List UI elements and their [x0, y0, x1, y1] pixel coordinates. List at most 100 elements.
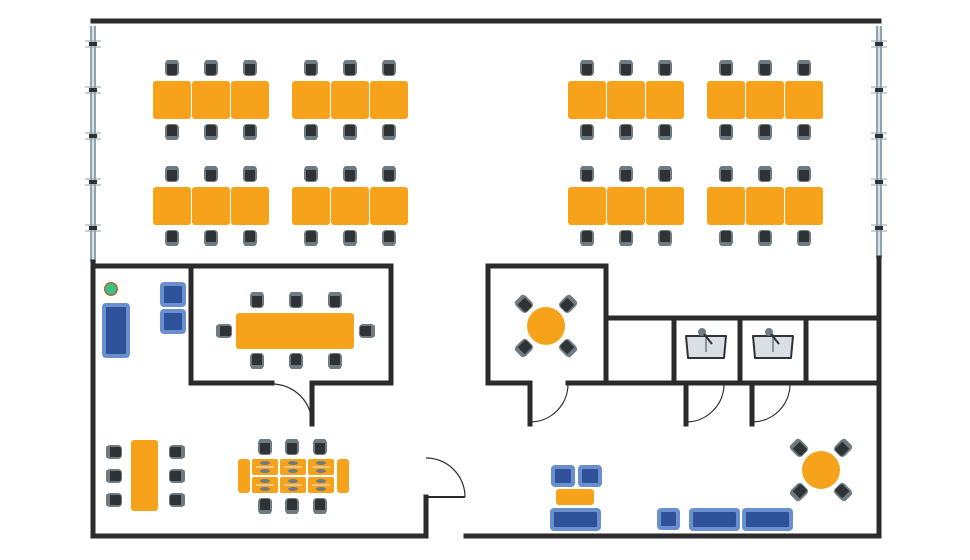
monitor-icon	[288, 461, 298, 465]
chair-icon	[169, 493, 185, 507]
chair-icon	[658, 60, 672, 76]
desk-cluster	[153, 166, 269, 246]
desk	[646, 187, 684, 225]
desk	[607, 187, 645, 225]
chair-icon	[343, 60, 357, 76]
bench-desks	[238, 439, 349, 514]
desk	[292, 187, 330, 225]
chair-icon	[328, 353, 342, 369]
chair-icon	[580, 124, 594, 140]
chair-icon	[250, 292, 264, 308]
chair-icon	[313, 498, 327, 514]
door-restroom-2	[751, 383, 791, 423]
chair-icon	[719, 124, 733, 140]
chair-icon	[106, 469, 122, 483]
window-mullion	[89, 134, 97, 138]
chair-icon	[758, 166, 772, 182]
chair-icon	[797, 124, 811, 140]
furniture-layer	[85, 26, 887, 531]
desk	[568, 187, 606, 225]
desk	[746, 187, 784, 225]
bench-end	[337, 459, 349, 493]
chair-icon	[658, 124, 672, 140]
desk-cluster	[153, 60, 269, 140]
sofa	[102, 303, 130, 358]
chair-icon	[289, 292, 303, 308]
chair-icon	[834, 483, 853, 502]
chair-icon	[106, 445, 122, 459]
desk	[292, 81, 330, 119]
chair-icon	[658, 230, 672, 246]
chair-icon	[343, 166, 357, 182]
wall	[485, 263, 609, 386]
sofa	[742, 508, 793, 531]
desk	[370, 187, 408, 225]
chair-icon	[619, 166, 633, 182]
door-entrance	[425, 457, 466, 498]
chair-icon	[250, 353, 264, 369]
chair-icon	[382, 124, 396, 140]
chair-icon	[580, 60, 594, 76]
chair-icon	[304, 60, 318, 76]
chair-icon	[382, 166, 396, 182]
chair-icon	[719, 230, 733, 246]
desk	[785, 187, 823, 225]
door-swing	[529, 383, 569, 423]
monitor-icon	[316, 487, 326, 491]
monitor-icon	[316, 461, 326, 465]
chair-icon	[204, 60, 218, 76]
monitor-icon	[260, 461, 270, 465]
chair-icon	[243, 60, 257, 76]
armchair	[160, 282, 186, 307]
chair-icon	[797, 166, 811, 182]
window-mullion	[875, 180, 883, 184]
armchair	[551, 465, 575, 487]
window-mullion	[89, 180, 97, 184]
chair-icon	[658, 166, 672, 182]
monitor-icon	[288, 487, 298, 491]
chair-icon	[169, 445, 185, 459]
chair-icon	[165, 166, 179, 182]
chair-icon	[619, 60, 633, 76]
plant-icon	[104, 282, 118, 296]
desk	[746, 81, 784, 119]
desk-cluster	[707, 60, 823, 140]
chair-icon	[580, 166, 594, 182]
chair-icon	[243, 230, 257, 246]
chair-icon	[204, 166, 218, 182]
window-mullion	[89, 88, 97, 92]
chair-icon	[559, 294, 578, 313]
sink-icon	[752, 328, 794, 359]
chair-icon	[304, 230, 318, 246]
chair-icon	[304, 166, 318, 182]
lounge-round-table	[789, 438, 853, 502]
sofa	[689, 508, 740, 531]
conference-table	[236, 313, 354, 349]
desk	[568, 81, 606, 119]
desk-cluster	[292, 166, 408, 246]
chair-icon	[359, 324, 375, 338]
chair-icon	[204, 124, 218, 140]
round-table	[802, 451, 840, 489]
door-restroom-1	[685, 383, 725, 423]
chair-icon	[243, 166, 257, 182]
wall	[90, 259, 429, 539]
monitor-icon	[316, 469, 326, 473]
window-mullion	[875, 88, 883, 92]
chair-icon	[216, 324, 232, 338]
desk-cluster	[568, 60, 684, 140]
window-mullion	[89, 42, 97, 46]
chair-icon	[559, 339, 578, 358]
window-left	[85, 26, 101, 262]
monitor-icon	[288, 469, 298, 473]
door-swing	[751, 383, 791, 423]
chair-icon	[258, 498, 272, 514]
chair-icon	[204, 230, 218, 246]
chair-icon	[719, 166, 733, 182]
desk	[153, 81, 191, 119]
desk	[331, 81, 369, 119]
desk	[785, 81, 823, 119]
chair-icon	[289, 353, 303, 369]
door-swing	[425, 457, 466, 498]
desk	[707, 81, 745, 119]
